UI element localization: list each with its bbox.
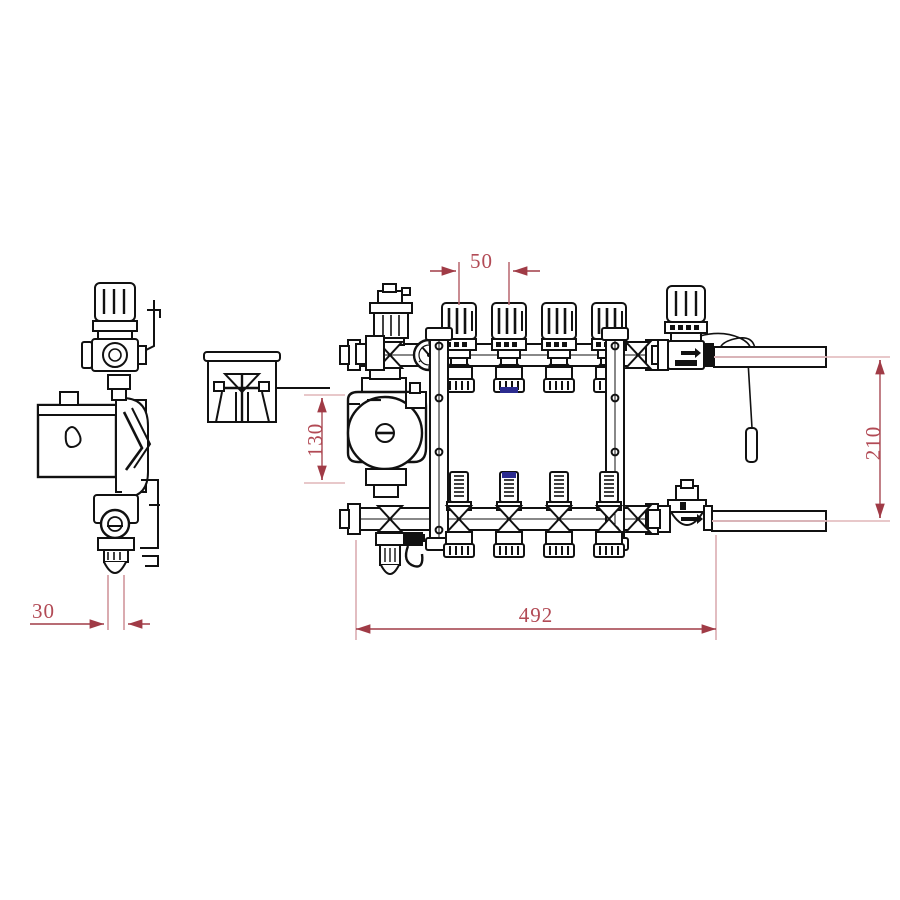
dim-210-label: 210 xyxy=(861,426,885,461)
side-view xyxy=(36,282,161,630)
dim-50: 50 xyxy=(430,249,540,305)
dim-130-label: 130 xyxy=(303,423,327,458)
thermostatic-valve xyxy=(651,285,714,371)
dim-492-label: 492 xyxy=(519,603,554,627)
return-outlet-pipe xyxy=(711,510,827,532)
ball-valve xyxy=(647,479,713,533)
dim-50-label: 50 xyxy=(470,249,493,273)
side-lower-valve xyxy=(93,494,139,574)
pump-logo-icon xyxy=(64,426,82,448)
flow-meters xyxy=(446,471,622,511)
side-actuator-head xyxy=(92,282,138,340)
drain-valves xyxy=(375,532,425,575)
accent-marker xyxy=(500,387,518,393)
side-pump-motor xyxy=(36,391,118,479)
dim-130: 130 xyxy=(303,394,345,484)
supply-cap-nuts xyxy=(443,366,625,393)
dim-210: 210 xyxy=(826,356,890,522)
dim-492: 492 xyxy=(355,535,717,640)
supply-tee xyxy=(355,335,385,371)
supply-outlet-pipe xyxy=(713,346,827,368)
side-valve-body xyxy=(81,300,155,372)
circulation-pump xyxy=(346,367,428,498)
side-bypass-pipe xyxy=(140,309,161,567)
front-view xyxy=(339,283,827,575)
pump-feed-pipe xyxy=(348,399,381,405)
side-pump-body xyxy=(107,374,152,499)
capillary-sensor-bulb xyxy=(745,427,758,463)
dim-30: 30 xyxy=(30,599,150,629)
accent-marker-2 xyxy=(502,472,516,478)
dim-30-label: 30 xyxy=(32,599,55,623)
detail-view xyxy=(203,351,330,423)
